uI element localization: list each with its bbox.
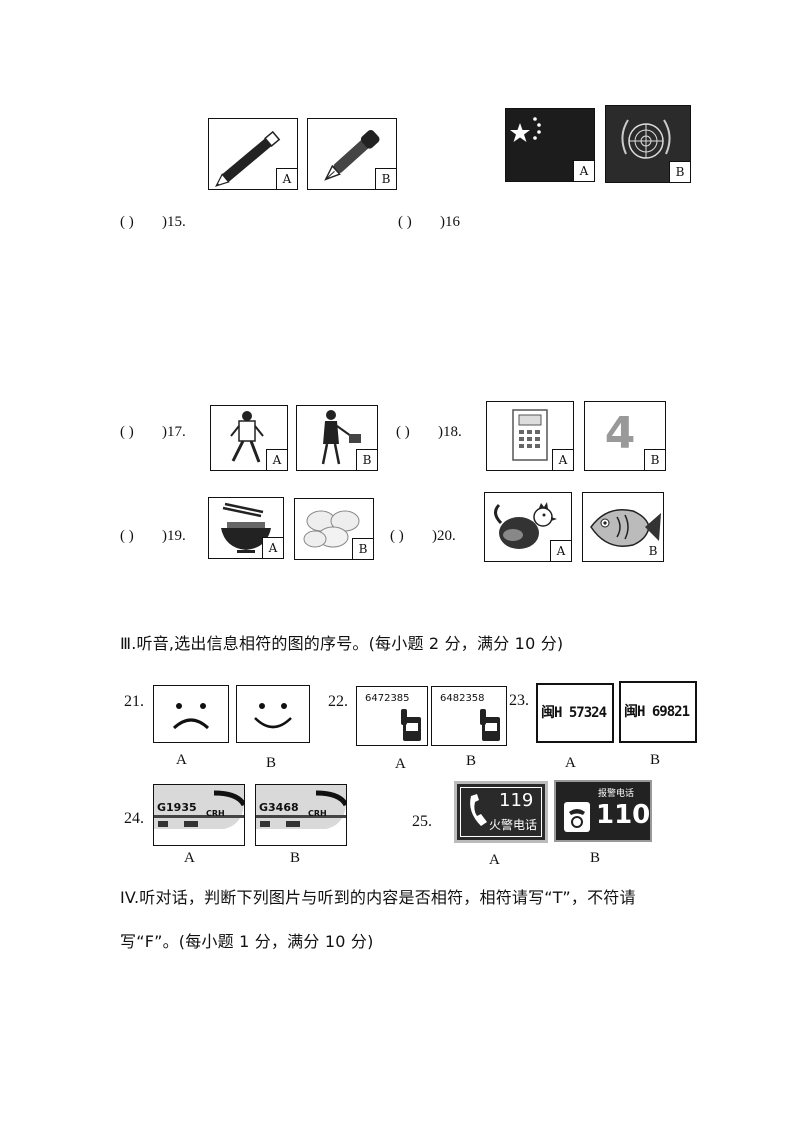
q25-fire-label: 火警电话 xyxy=(489,818,538,832)
section-4-heading-line-2: 写“F”。(每小题 1 分，满分 10 分) xyxy=(120,932,374,951)
q24-option-a-crh-text: CRH xyxy=(206,809,225,818)
q23-option-b-label: B xyxy=(650,752,661,768)
telephone-icon xyxy=(480,709,500,741)
q22-option-a-phone-number: 6472385 xyxy=(365,693,410,704)
number-four-glyph: 4 xyxy=(604,408,636,459)
q25-option-b-label: B xyxy=(590,850,601,866)
businesswoman-icon xyxy=(321,410,361,465)
q16-option-b-tag: B xyxy=(669,161,690,182)
q19-label: )19. xyxy=(162,528,186,544)
q18-option-b-tag: B xyxy=(644,449,665,470)
q25-option-b-image: 报警电话 110 xyxy=(554,780,652,842)
q20-option-a-tag: A xyxy=(550,540,571,561)
q24-option-b-label: B xyxy=(290,850,301,866)
eggs-icon xyxy=(303,510,360,548)
chicken-icon xyxy=(494,502,557,549)
q16-option-b-image: B xyxy=(605,105,691,183)
q22-option-a-image: 6472385 xyxy=(356,686,428,746)
q15-label: )15. xyxy=(162,214,186,230)
q25-police-label: 报警电话 xyxy=(598,789,635,799)
q21-number: 21. xyxy=(124,693,144,710)
q17-option-a-image: A xyxy=(210,405,288,471)
q16-option-a-image: A xyxy=(505,108,595,182)
q25-option-a-label: A xyxy=(489,852,500,868)
q19-option-a-tag: A xyxy=(262,537,283,558)
q20-label: )20. xyxy=(432,528,456,544)
high-speed-train-icon xyxy=(256,790,346,845)
q24-option-b-image: G3468 CRH xyxy=(255,784,347,846)
q23-option-b-plate-number: 闽H 69821 xyxy=(624,704,690,720)
noodle-bowl-icon xyxy=(221,502,271,553)
q22-option-b-phone-number: 6482358 xyxy=(440,693,485,704)
q16-label: )16 xyxy=(440,214,460,230)
q16-answer-blank[interactable]: ( ) xyxy=(398,214,412,230)
fish-icon xyxy=(590,509,661,547)
q18-answer-blank[interactable]: ( ) xyxy=(396,424,410,440)
q19-option-b-image: B xyxy=(294,498,374,560)
q18-option-a-tag: A xyxy=(552,449,573,470)
q17-option-b-tag: B xyxy=(356,449,377,470)
q16-option-a-tag: A xyxy=(573,160,594,181)
q20-answer-blank[interactable]: ( ) xyxy=(390,528,404,544)
q18-label: )18. xyxy=(438,424,462,440)
telephone-icon xyxy=(401,709,421,741)
q17-answer-blank[interactable]: ( ) xyxy=(120,424,134,440)
q20-option-b-image: B xyxy=(582,492,664,562)
q24-option-a-label: A xyxy=(184,850,195,866)
q20-option-a-image: A xyxy=(484,492,572,562)
telephone-icon xyxy=(564,802,590,832)
q21-option-a-label: A xyxy=(176,752,187,768)
section-4-heading-line-1: IV.听对话，判断下列图片与听到的内容是否相符，相符请写“T”，不符请 xyxy=(120,888,636,907)
q19-option-b-tag: B xyxy=(352,538,373,559)
q21-option-b-image xyxy=(236,685,310,743)
q19-answer-blank[interactable]: ( ) xyxy=(120,528,134,544)
q25-number: 25. xyxy=(412,813,432,830)
q24-option-a-image: G1935 CRH xyxy=(153,784,245,846)
q17-option-a-tag: A xyxy=(266,449,287,470)
q15-option-b-image: B xyxy=(307,118,397,190)
high-speed-train-icon xyxy=(154,790,244,845)
happy-face-icon xyxy=(254,703,292,729)
q17-label: )17. xyxy=(162,424,186,440)
walking-man-icon xyxy=(230,411,264,463)
q24-number: 24. xyxy=(124,810,144,827)
q24-option-b-train-number: G3468 xyxy=(259,801,299,814)
q24-option-a-train-number: G1935 xyxy=(157,801,197,814)
q22-option-b-label: B xyxy=(466,753,477,769)
q21-option-b-label: B xyxy=(266,755,277,771)
q15-option-a-tag: A xyxy=(276,168,297,189)
pen-icon xyxy=(324,130,380,181)
q22-option-b-image: 6482358 xyxy=(431,686,507,746)
telephone-keypad-icon xyxy=(512,409,548,461)
q18-option-a-image: A xyxy=(486,401,574,471)
q19-option-a-image: A xyxy=(208,497,284,559)
q23-option-a-plate-number: 闽H 57324 xyxy=(541,705,607,721)
q15-answer-blank[interactable]: ( ) xyxy=(120,214,134,230)
q20-option-b-tag: B xyxy=(648,544,658,558)
q15-option-b-tag: B xyxy=(375,168,396,189)
q18-option-b-image: 4 B xyxy=(584,401,666,471)
sad-face-icon xyxy=(172,703,210,730)
q25-option-a-image: 119 火警电话 xyxy=(454,781,548,843)
phone-handset-icon xyxy=(470,794,487,826)
q15-option-a-image: A xyxy=(208,118,298,190)
q22-number: 22. xyxy=(328,693,348,710)
q25-police-number: 110 xyxy=(596,800,651,830)
q21-option-a-image xyxy=(153,685,229,743)
q24-option-b-crh-text: CRH xyxy=(308,809,327,818)
q17-option-b-image: B xyxy=(296,405,378,471)
q23-number: 23. xyxy=(509,692,529,709)
q23-option-b-image: 闽H 69821 xyxy=(619,681,697,743)
pencil-icon xyxy=(215,130,281,187)
q23-option-a-label: A xyxy=(565,755,576,771)
q23-option-a-image: 闽H 57324 xyxy=(536,683,614,743)
section-3-heading: Ⅲ.听音,选出信息相符的图的序号。(每小题 2 分，满分 10 分) xyxy=(120,634,564,653)
q25-fire-number: 119 xyxy=(499,790,534,811)
q22-option-a-label: A xyxy=(395,756,406,772)
